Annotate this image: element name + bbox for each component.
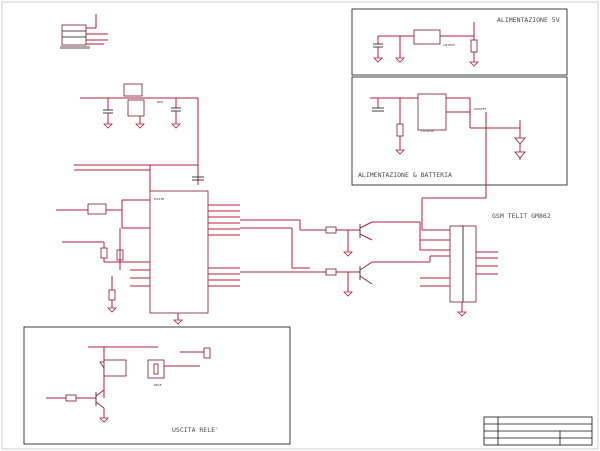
svg-text:PIC18F: PIC18F [154,197,165,201]
svg-text:MOSFET: MOSFET [474,107,486,111]
ground-symbols [99,57,479,423]
crystal-oscillator [56,200,130,308]
regulator-3v3: REG [80,83,199,168]
power-5v-section [351,8,568,76]
microcontroller: PIC18F [122,190,240,320]
relay-label: USCITA RELE' [172,426,219,434]
svg-text:REG: REG [157,100,164,104]
relay-section [23,326,291,445]
power-5v-label: ALIMENTAZIONE 5V [497,16,560,24]
battery-circuit: LTC4054 MOSFET [370,93,526,198]
relay-circuit: RELE [46,346,211,418]
svg-text:RELE: RELE [154,383,162,387]
gsm-module [420,225,498,312]
gsm-label: GSM TELIT GM862 [492,212,551,220]
battery-label: ALIMENTAZIONE & BATTERIA [358,171,452,179]
top-connector [60,14,108,49]
battery-section [351,76,568,186]
title-block [483,416,593,446]
svg-text:LM7805: LM7805 [443,43,455,47]
svg-text:LTC4054: LTC4054 [421,129,434,133]
power-5v-circuit: LM7805 [373,22,478,62]
gsm-driver-transistors [240,219,450,292]
